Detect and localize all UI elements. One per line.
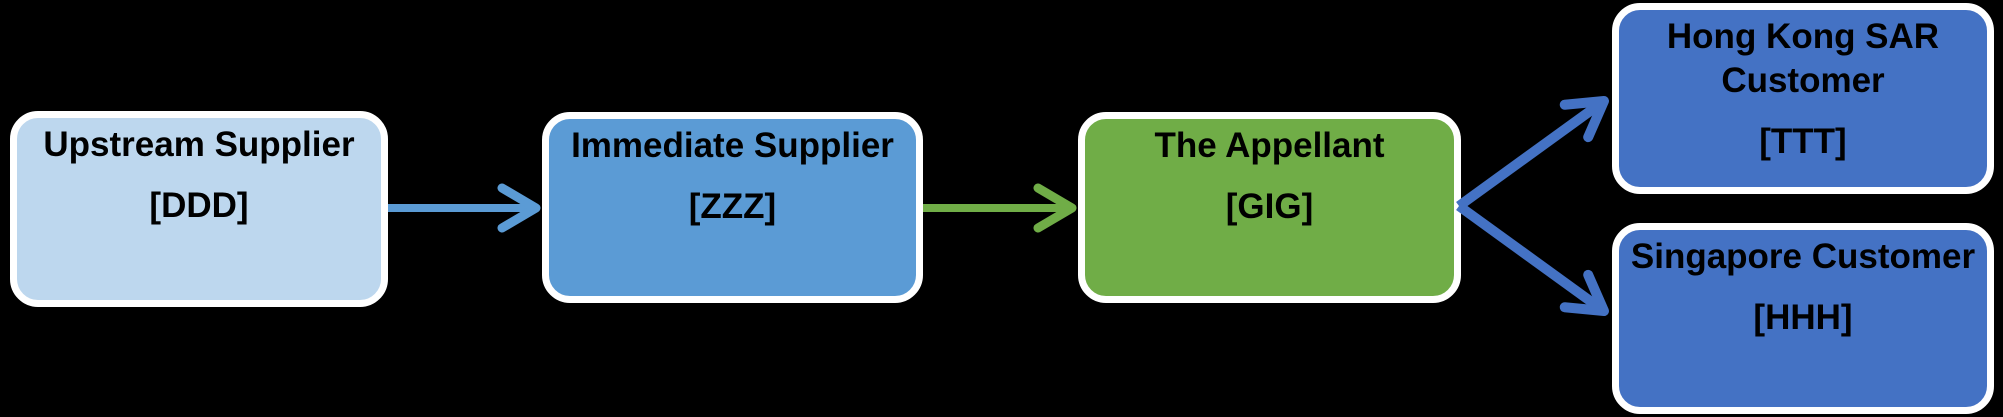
node-code: [ZZZ] — [688, 187, 777, 226]
node-label: The Appellant — [1154, 126, 1385, 165]
node-code: [TTT] — [1759, 122, 1847, 161]
node-label: Immediate Supplier — [571, 126, 894, 165]
arrow-appellant-to-hongkong — [1456, 96, 1609, 211]
node-code: [GIG] — [1225, 187, 1314, 226]
arrow-appellant-to-singapore — [1456, 201, 1609, 316]
node-singapore-customer: Singapore Customer [HHH] — [1612, 223, 1994, 414]
node-appellant: The Appellant [GIG] — [1078, 112, 1461, 303]
node-code: [HHH] — [1753, 298, 1853, 337]
node-hong-kong-customer: Hong Kong SAR Customer [TTT] — [1612, 3, 1994, 194]
node-label: Hong Kong SAR Customer — [1666, 17, 1940, 100]
node-label: Singapore Customer — [1630, 237, 1976, 276]
node-immediate-supplier: Immediate Supplier [ZZZ] — [542, 112, 923, 303]
node-code: [DDD] — [149, 186, 249, 225]
node-label: Upstream Supplier — [43, 125, 355, 164]
node-upstream-supplier: Upstream Supplier [DDD] — [10, 111, 388, 307]
